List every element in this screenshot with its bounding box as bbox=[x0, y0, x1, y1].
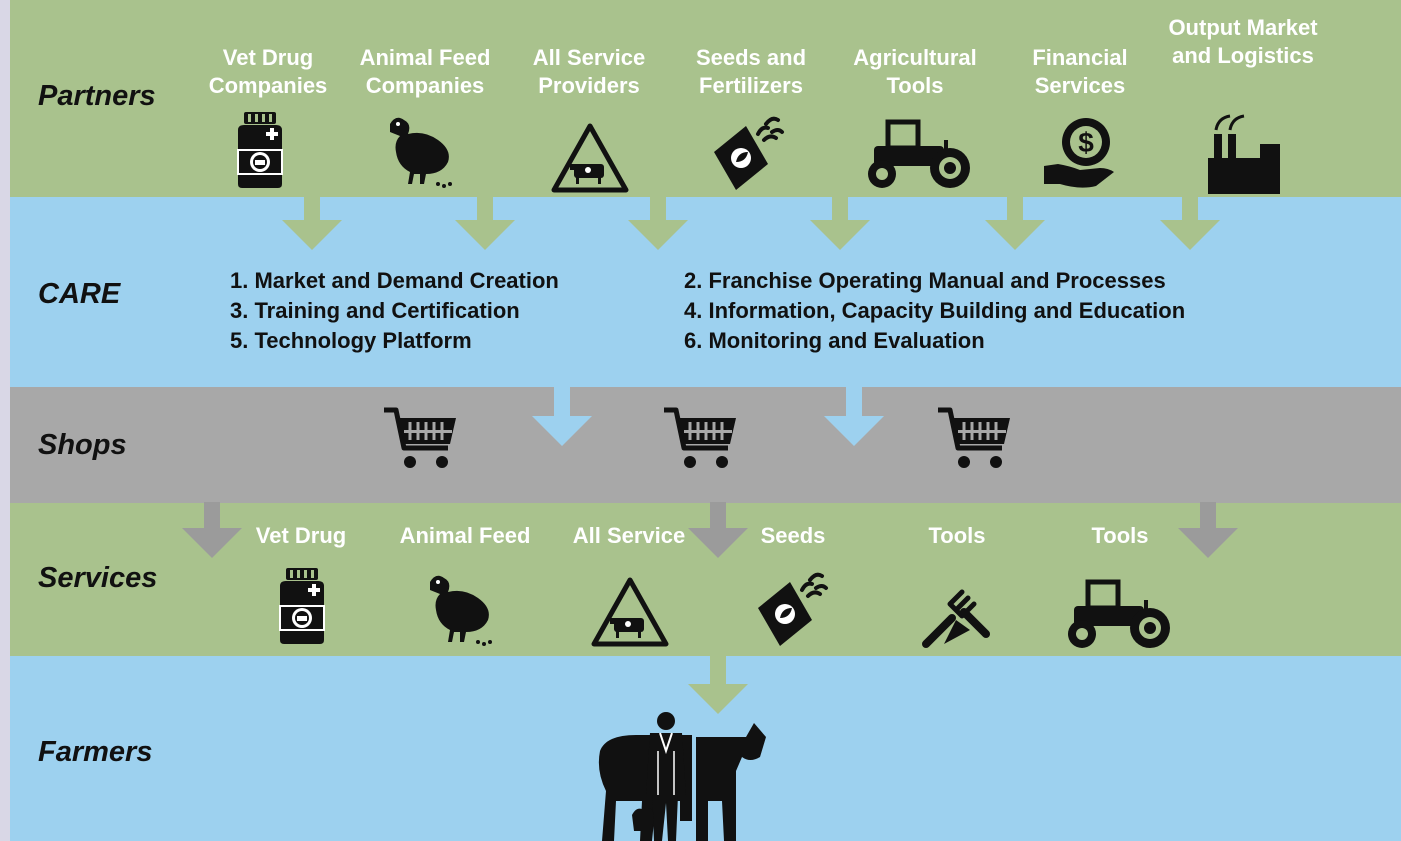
shopping-cart-icon bbox=[936, 404, 1016, 474]
partner-label-output-market: Output Market and Logistics bbox=[1168, 15, 1318, 68]
partner-label-service-providers: All Service Providers bbox=[532, 45, 646, 98]
row-label-farmers: Farmers bbox=[38, 736, 153, 768]
shops-band bbox=[10, 387, 1401, 503]
factory-icon bbox=[1204, 104, 1284, 194]
arrow-partner-to-care bbox=[455, 194, 515, 250]
arrow-care-to-shops bbox=[532, 386, 592, 446]
arrow-partner-to-care bbox=[628, 194, 688, 250]
arrow-partner-to-care bbox=[282, 194, 342, 250]
care-item: 4. Information, Capacity Building and Ed… bbox=[684, 298, 1186, 323]
arrow-shops-to-services bbox=[688, 502, 748, 558]
arrow-services-to-farmers bbox=[688, 654, 748, 714]
seed-bag-icon bbox=[706, 112, 786, 192]
care-list-left: 1. Market and Demand Creation 3. Trainin… bbox=[230, 266, 559, 356]
arrow-shops-to-services bbox=[182, 502, 242, 558]
row-label-partners: Partners bbox=[38, 80, 156, 112]
partner-label-agri-tools: Agricultural Tools bbox=[853, 45, 977, 98]
seed-bag-icon bbox=[750, 568, 830, 648]
care-item: 1. Market and Demand Creation bbox=[230, 268, 559, 293]
service-label-tools: Tools bbox=[928, 523, 986, 548]
medicine-bottle-icon bbox=[230, 110, 290, 190]
row-label-care: CARE bbox=[38, 278, 121, 310]
care-list-right: 2. Franchise Operating Manual and Proces… bbox=[684, 266, 1185, 356]
care-item: 5. Technology Platform bbox=[230, 328, 472, 353]
arrow-partner-to-care bbox=[985, 194, 1045, 250]
service-label-all-service: All Service bbox=[572, 523, 686, 548]
hand-dollar-gear-icon bbox=[1040, 112, 1120, 192]
service-label-animal-feed: Animal Feed bbox=[399, 523, 531, 548]
arrow-shops-to-services bbox=[1178, 502, 1238, 558]
service-label-tools: Tools bbox=[1091, 523, 1149, 548]
partner-label-vet-drug: Vet Drug Companies bbox=[208, 45, 328, 98]
cow-warning-sign-icon bbox=[550, 122, 630, 194]
arrow-care-to-shops bbox=[824, 386, 884, 446]
care-item: 6. Monitoring and Evaluation bbox=[684, 328, 985, 353]
hen-icon bbox=[378, 110, 458, 190]
garden-tools-icon bbox=[916, 574, 996, 654]
shopping-cart-icon bbox=[662, 404, 742, 474]
row-label-shops: Shops bbox=[38, 429, 127, 461]
care-item: 2. Franchise Operating Manual and Proces… bbox=[684, 268, 1166, 293]
arrow-partner-to-care bbox=[810, 194, 870, 250]
shopping-cart-icon bbox=[382, 404, 462, 474]
service-label-vet-drug: Vet Drug bbox=[255, 523, 347, 548]
tractor-icon bbox=[858, 118, 978, 190]
arrow-partner-to-care bbox=[1160, 194, 1220, 250]
partner-label-seeds: Seeds and Fertilizers bbox=[695, 45, 807, 98]
farmer-with-cows-icon bbox=[596, 711, 766, 841]
row-label-services: Services bbox=[38, 562, 158, 594]
tractor-icon bbox=[1058, 578, 1178, 650]
partner-label-animal-feed: Animal Feed Companies bbox=[359, 45, 491, 98]
cow-warning-sign-icon bbox=[590, 576, 670, 648]
partner-label-financial: Financial Services bbox=[1032, 45, 1128, 98]
care-item: 3. Training and Certification bbox=[230, 298, 520, 323]
service-label-seeds: Seeds bbox=[760, 523, 826, 548]
medicine-bottle-icon bbox=[272, 566, 332, 646]
hen-icon bbox=[418, 568, 498, 648]
